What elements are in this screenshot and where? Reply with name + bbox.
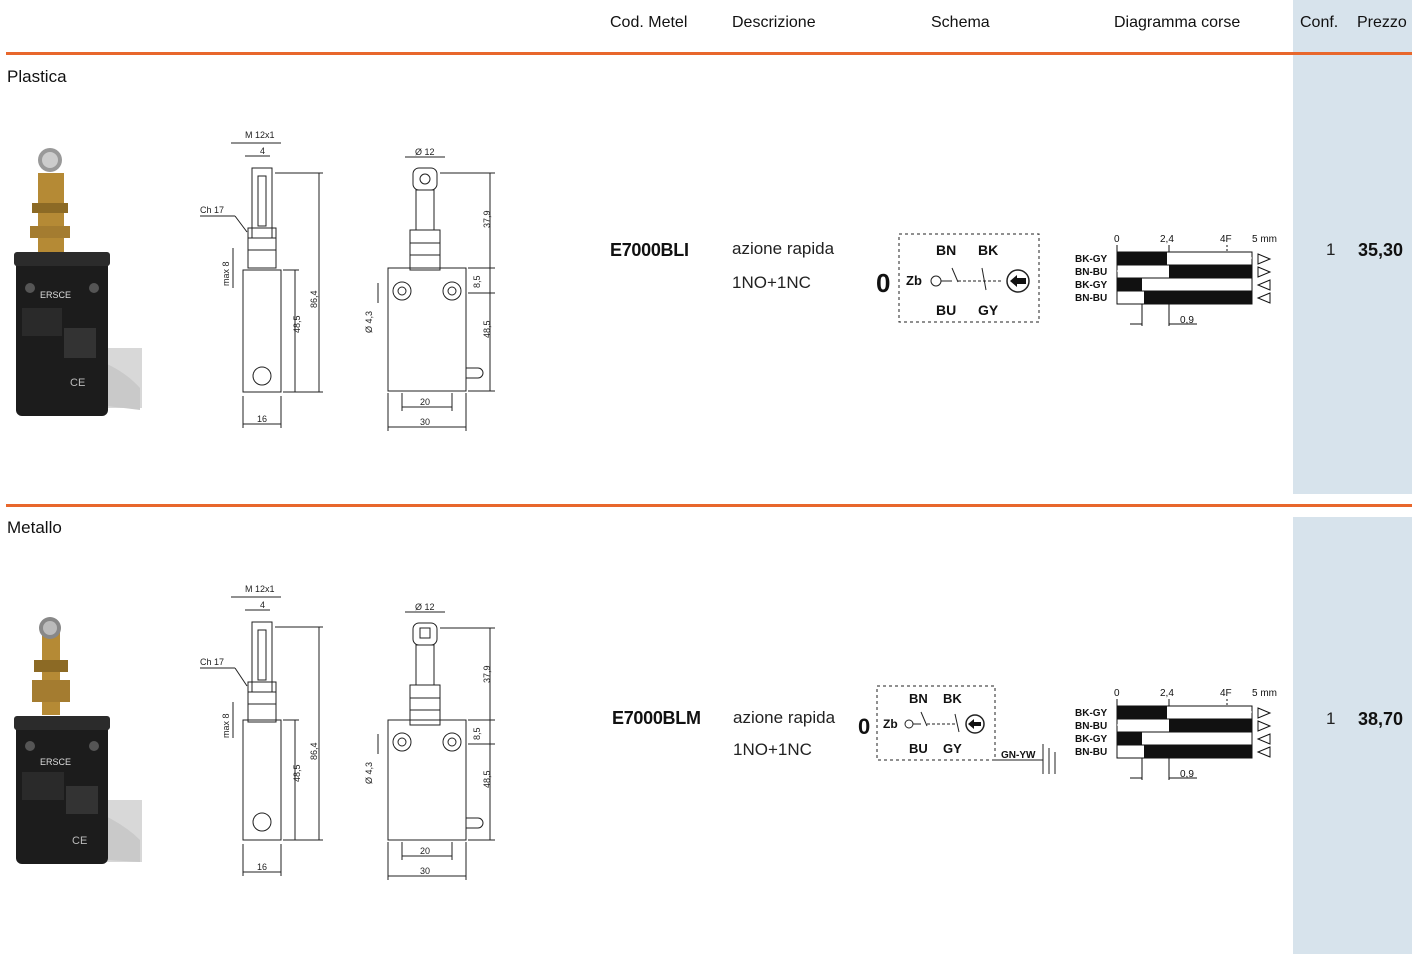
dim-d4-3: Ø 4,3 [364, 311, 374, 333]
dim-48-5-front-2: 48,5 [482, 770, 492, 788]
header-diagramma-corse: Diagramma corse [1114, 14, 1241, 31]
dim-ch17-2: Ch 17 [200, 657, 224, 667]
product-code-2: E7000BLM [612, 708, 701, 728]
svg-text:CE: CE [72, 835, 87, 847]
side-drawing-metallo: M 12x1 4 Ch 17 max 8 48,5 86,4 16 [200, 584, 323, 876]
diagram-row-1-2: BK-GY [1075, 708, 1108, 719]
dim-16: 16 [257, 414, 267, 424]
product-desc-line1: azione rapida [732, 239, 835, 258]
diagram-dim-0-9: 0,9 [1180, 315, 1194, 326]
dim-d4-3-2: Ø 4,3 [364, 762, 374, 784]
section-title-plastica: Plastica [7, 67, 67, 86]
schema-metallo: 0 Zb BN BK BU GY GN-YW [858, 685, 1056, 774]
dim-20-2: 20 [420, 846, 430, 856]
header-cod-metel: Cod. Metel [610, 14, 688, 31]
header-schema: Schema [931, 14, 990, 31]
product-photo-plastica: ERSCE CE [14, 148, 142, 416]
dim-d12-2: Ø 12 [415, 602, 435, 612]
schema-gy: GY [978, 302, 999, 318]
travel-diagram-metallo: 0 2,4 4F 5 mm BK-GY BN-BU BK-GY BN-BU 0,… [1075, 688, 1277, 780]
diagram-row-1: BK-GY [1075, 254, 1108, 265]
section-divider [6, 504, 1412, 507]
diagram-tick-0: 0 [1114, 234, 1120, 245]
svg-text:CE: CE [70, 377, 85, 389]
dim-max8: max 8 [221, 261, 231, 286]
diagram-dim-0-9-2: 0,9 [1180, 769, 1194, 780]
dim-48-5: 48,5 [292, 315, 302, 333]
photo-brand-label: ERSCE [40, 290, 71, 300]
side-drawing-plastica: M 12x1 4 Ch 17 max 8 48,5 86,4 16 [200, 130, 323, 428]
schema-bk-2: BK [943, 691, 962, 706]
dim-4: 4 [260, 146, 265, 156]
dim-m12: M 12x1 [245, 130, 275, 140]
schema-bn-2: BN [909, 691, 928, 706]
schema-plastica: 0 Zb BN BK BU GY [876, 233, 1040, 323]
diagram-row-4: BN-BU [1075, 293, 1107, 304]
header-divider [6, 52, 1412, 55]
diagram-tick-2-4: 2,4 [1160, 234, 1174, 245]
schema-zero: 0 [876, 268, 890, 298]
schema-zb-2: Zb [883, 717, 898, 731]
product-conf-2: 1 [1326, 709, 1336, 728]
dim-86-4-2: 86,4 [309, 742, 319, 760]
diagram-tick-5mm-2: 5 mm [1252, 688, 1277, 699]
schema-zero-2: 0 [858, 714, 870, 739]
diagram-tick-5mm: 5 mm [1252, 234, 1277, 245]
header-prezzo: Prezzo [1357, 14, 1407, 31]
dim-8-5: 8,5 [472, 275, 482, 288]
schema-bn: BN [936, 242, 956, 258]
header-descrizione: Descrizione [732, 14, 816, 31]
schema-gnyw: GN-YW [1001, 750, 1036, 761]
product-code: E7000BLI [610, 240, 689, 260]
dim-30: 30 [420, 417, 430, 427]
dim-86-4: 86,4 [309, 290, 319, 308]
dim-8-5-2: 8,5 [472, 727, 482, 740]
header-conf: Conf. [1300, 14, 1339, 31]
diagram-row-3-2: BK-GY [1075, 734, 1108, 745]
diagram-tick-4f-2: 4F [1220, 688, 1232, 699]
front-drawing-plastica: Ø 12 37,9 8,5 Ø 4,3 48,5 20 30 [364, 147, 495, 431]
schema-zb: Zb [906, 273, 922, 288]
dim-20: 20 [420, 397, 430, 407]
diagram-tick-0-2: 0 [1114, 688, 1120, 699]
product-photo-metallo: ERSCE CE [14, 617, 142, 864]
diagram-tick-2-4-2: 2,4 [1160, 688, 1174, 699]
dim-48-5-2: 48,5 [292, 764, 302, 782]
dim-30-2: 30 [420, 866, 430, 876]
dim-48-5-front: 48,5 [482, 320, 492, 338]
dim-4-2: 4 [260, 600, 265, 610]
conf-price-column-band-top [1293, 0, 1412, 494]
schema-bu-2: BU [909, 741, 928, 756]
photo-brand-label-2: ERSCE [40, 757, 71, 767]
product-desc-line2: 1NO+1NC [732, 273, 811, 292]
schema-bk: BK [978, 242, 998, 258]
diagram-tick-4f: 4F [1220, 234, 1232, 245]
front-drawing-metallo: Ø 12 37,9 8,5 Ø 4,3 48,5 20 30 [364, 602, 495, 880]
dim-d12: Ø 12 [415, 147, 435, 157]
dim-37-9-2: 37,9 [482, 665, 492, 683]
dim-16-2: 16 [257, 862, 267, 872]
product-price-2: 38,70 [1358, 709, 1404, 729]
product-conf: 1 [1326, 240, 1336, 259]
diagram-row-4-2: BN-BU [1075, 747, 1107, 758]
diagram-row-2: BN-BU [1075, 267, 1107, 278]
dim-m12-2: M 12x1 [245, 584, 275, 594]
section-title-metallo: Metallo [7, 518, 62, 537]
dim-37-9: 37,9 [482, 210, 492, 228]
dim-max8-2: max 8 [221, 713, 231, 738]
product-desc-line2-2: 1NO+1NC [733, 740, 812, 759]
schema-gy-2: GY [943, 741, 962, 756]
diagram-row-2-2: BN-BU [1075, 721, 1107, 732]
schema-bu: BU [936, 302, 956, 318]
product-price: 35,30 [1358, 240, 1404, 260]
travel-diagram-plastica: 0 2,4 4F 5 mm BK-GY BN-BU BK-GY BN-BU 0,… [1075, 234, 1277, 326]
conf-price-column-band-bottom [1293, 517, 1412, 954]
diagram-row-3: BK-GY [1075, 280, 1108, 291]
dim-ch17: Ch 17 [200, 205, 224, 215]
product-desc-line1-2: azione rapida [733, 708, 836, 727]
